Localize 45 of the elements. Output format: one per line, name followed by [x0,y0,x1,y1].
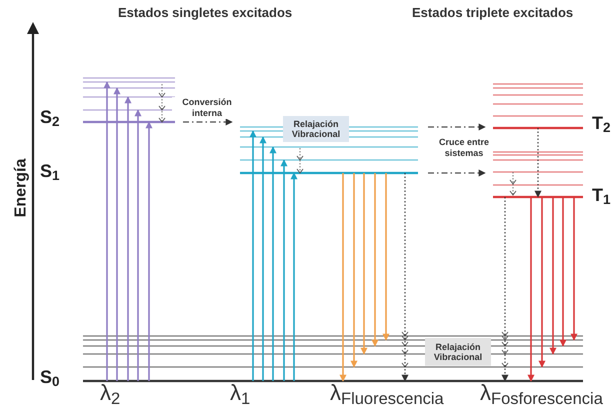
wavelength-label: λ$_{Fosforescencia}$ [480,382,603,404]
state-label: S$_{1}$ [40,162,60,180]
transition-arrow [428,170,486,176]
transition-arrow [570,197,578,341]
nonradiative-arrow [502,196,508,382]
transition-arrow [350,173,358,368]
state-label: S$_{2}$ [40,108,60,126]
wavelength-label: λ$_{1}$ [230,382,250,404]
transition-arrow [104,81,110,381]
transition-arrow [372,173,378,347]
state-label: T$_{1}$ [592,186,611,204]
transition-arrow [528,197,534,382]
process-label-box: Relajación Vibracional [283,116,349,142]
energy-level-group [83,334,583,383]
energy-level-group [493,150,583,199]
transition-arrow [114,87,120,381]
state-label: S$_{0}$ [40,368,60,386]
transition-arrow [250,130,256,381]
transition-arrow [538,197,546,368]
transition-arrow [340,173,346,382]
nonradiative-arrow [534,128,542,198]
section-title: Estados singletes excitados [118,6,292,19]
nonradiative-arrow [402,172,408,382]
wavelength-label: λ$_{Fluorescencia}$ [330,382,444,404]
transition-arrow [428,124,486,130]
process-label-box: Relajación Vibracional [425,338,491,366]
transition-arrow [124,96,132,381]
energy-level-group [83,76,175,124]
transition-arrow [270,146,276,381]
transition-arrow [290,172,298,381]
section-title: Estados triplete excitados [412,6,574,19]
state-label: T$_{2}$ [592,114,611,132]
axis-label: Energía [13,158,30,218]
edge-label: Cruce entre sistemas [436,137,492,159]
transition-arrow [382,173,390,341]
transition-arrow [260,136,266,381]
transition-arrow [182,118,233,126]
transition-arrow [146,121,152,381]
transition-arrow [550,197,556,355]
energy-level-group [493,82,583,130]
transition-arrow [280,159,288,381]
transition-arrow [560,197,566,347]
wavelength-label: λ$_{2}$ [100,382,120,404]
transition-arrow [360,173,368,355]
transition-arrow [134,109,142,381]
